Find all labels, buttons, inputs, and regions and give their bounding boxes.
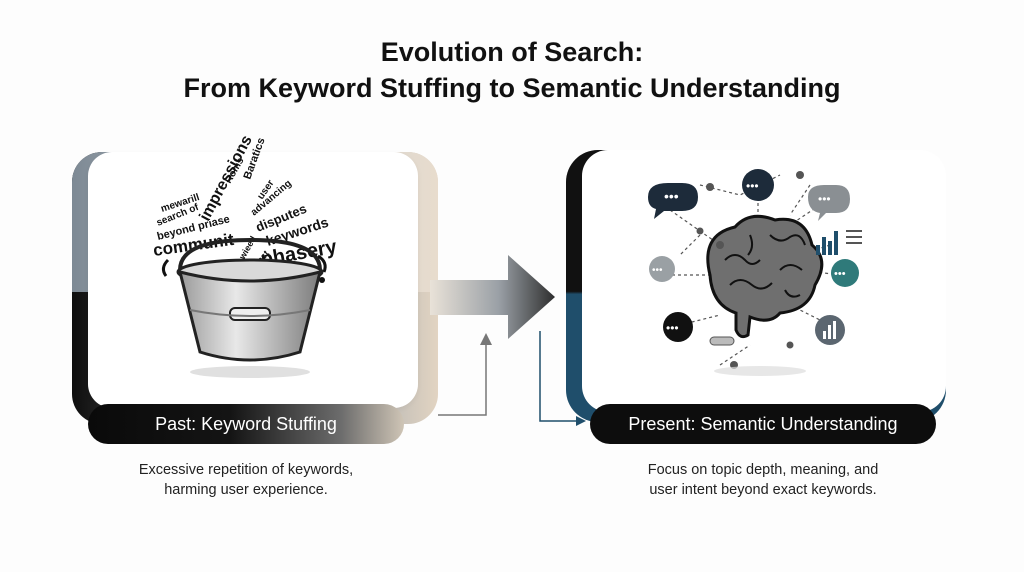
svg-text:•••: ••• bbox=[818, 192, 831, 206]
arrow-right-icon bbox=[430, 255, 555, 339]
chat-bubble-icon: ••• bbox=[742, 169, 774, 201]
present-label: Present: Semantic Understanding bbox=[628, 414, 898, 434]
past-caption-line-2: harming user experience. bbox=[164, 482, 328, 498]
past-panel bbox=[72, 152, 438, 424]
past-label-pill: Past: Keyword Stuffing bbox=[88, 404, 404, 444]
svg-text:•••: ••• bbox=[666, 321, 679, 335]
present-caption: Focus on topic depth, meaning, and user … bbox=[590, 460, 936, 500]
svg-text:•••: ••• bbox=[746, 179, 759, 193]
bucket-icon bbox=[176, 237, 324, 362]
past-label: Past: Keyword Stuffing bbox=[155, 414, 337, 434]
chat-bubble-icon: ••• bbox=[808, 185, 850, 221]
connector-line-up bbox=[438, 337, 487, 416]
svg-text:•••: ••• bbox=[834, 268, 846, 280]
brain-icon bbox=[706, 214, 824, 339]
connector-line-down bbox=[539, 331, 580, 422]
past-caption-line-1: Excessive repetition of keywords, bbox=[138, 462, 354, 478]
keyword-bucket-illustration: Roms Baratics impressions user mewarill … bbox=[152, 133, 339, 378]
chat-bubble-icon: ••• bbox=[663, 312, 693, 342]
page-title: Evolution of Search: From Keyword Stuffi… bbox=[0, 34, 1024, 106]
chat-bubble-icon: ••• bbox=[831, 259, 859, 287]
svg-text:•••: ••• bbox=[664, 188, 679, 204]
present-label-pill: Present: Semantic Understanding bbox=[590, 404, 936, 444]
bar-chart-icon bbox=[815, 315, 845, 345]
present-caption-line-1: Focus on topic depth, meaning, and bbox=[647, 462, 879, 478]
title-line-2: From Keyword Stuffing to Semantic Unders… bbox=[183, 73, 841, 103]
bar-chart-icon bbox=[816, 231, 838, 255]
semantic-brain-illustration: ••• ••• ••• ••• ••• ••• bbox=[648, 169, 862, 376]
title-line-1: Evolution of Search: bbox=[380, 37, 644, 67]
transition-arrow bbox=[430, 255, 586, 426]
chat-bubble-icon: ••• bbox=[648, 183, 698, 219]
document-icon bbox=[846, 230, 862, 244]
svg-text:•••: ••• bbox=[652, 265, 663, 276]
past-caption: Excessive repetition of keywords, harmin… bbox=[88, 460, 404, 500]
present-caption-line-2: user intent beyond exact keywords. bbox=[649, 482, 877, 498]
chat-bubble-icon: ••• bbox=[649, 256, 675, 282]
